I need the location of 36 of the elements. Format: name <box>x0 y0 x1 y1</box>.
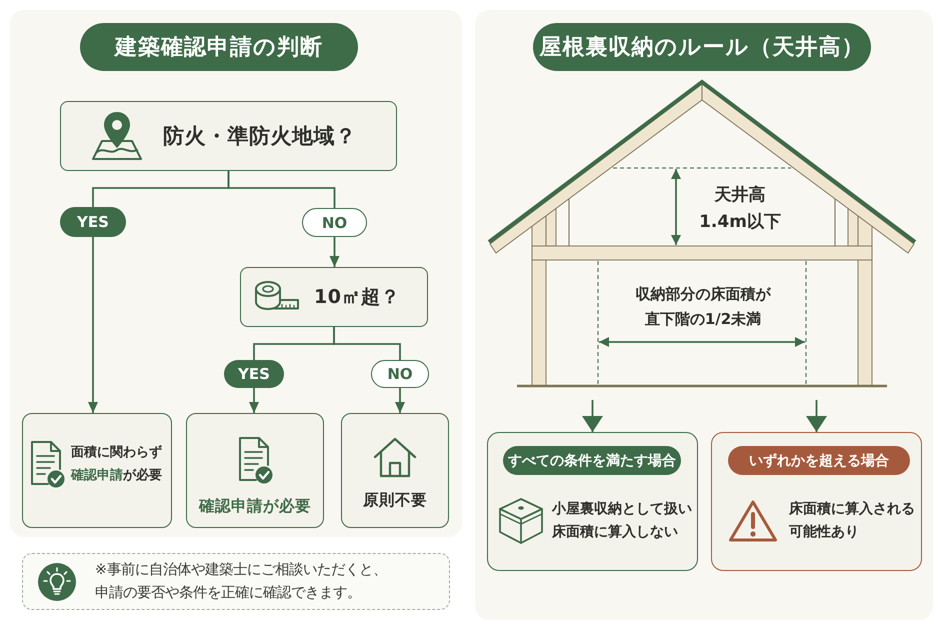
section-title: 建築確認申請の判断 <box>80 23 358 71</box>
question-text: 10㎡超？ <box>314 285 400 310</box>
note-text: ※事前に自治体や建築士にご相談いただくと、申請の要否や条件を正確に確認できます。 <box>95 560 388 602</box>
section-panel <box>475 10 933 620</box>
arrow <box>88 237 98 413</box>
arrow <box>582 400 603 432</box>
dimension-label: 収納部分の床面積が直下階の1/2未満 <box>634 284 772 330</box>
dimension-label: 天井高1.4m以下 <box>698 184 782 234</box>
result-box <box>22 413 172 528</box>
condition-title: いずれかを超える場合 <box>728 446 910 475</box>
result-box <box>186 413 324 528</box>
answer-tag: NO <box>371 360 429 388</box>
arrow <box>330 237 340 267</box>
question-box <box>240 267 428 327</box>
arrow <box>395 388 405 413</box>
outcome-text: 小屋裏収納として扱い床面積に算入しない <box>552 500 693 542</box>
question-box <box>60 101 397 171</box>
result-text: 面積に関わらず確認申請が必要 <box>71 444 163 484</box>
arrow <box>249 388 259 413</box>
result-text: 確認申請が必要 <box>199 496 311 517</box>
outcome-box <box>711 432 922 571</box>
answer-tag: YES <box>224 360 284 388</box>
answer-tag: YES <box>60 207 126 237</box>
answer-tag: NO <box>302 208 367 237</box>
connector-line <box>228 171 336 208</box>
arrow <box>806 400 827 432</box>
condition-title: すべての条件を満たす場合 <box>503 446 681 475</box>
result-text: 原則不要 <box>363 490 427 511</box>
question-text: 防火・準防火地域？ <box>163 123 356 150</box>
result-box <box>341 413 449 528</box>
section-panel <box>10 10 462 537</box>
section-title: 屋根裏収納のルール（天井高） <box>533 23 871 71</box>
connector-line <box>333 327 401 360</box>
note-box <box>22 553 450 610</box>
outcome-box <box>487 432 698 571</box>
outcome-text: 床面積に算入される可能性あり <box>789 500 916 542</box>
